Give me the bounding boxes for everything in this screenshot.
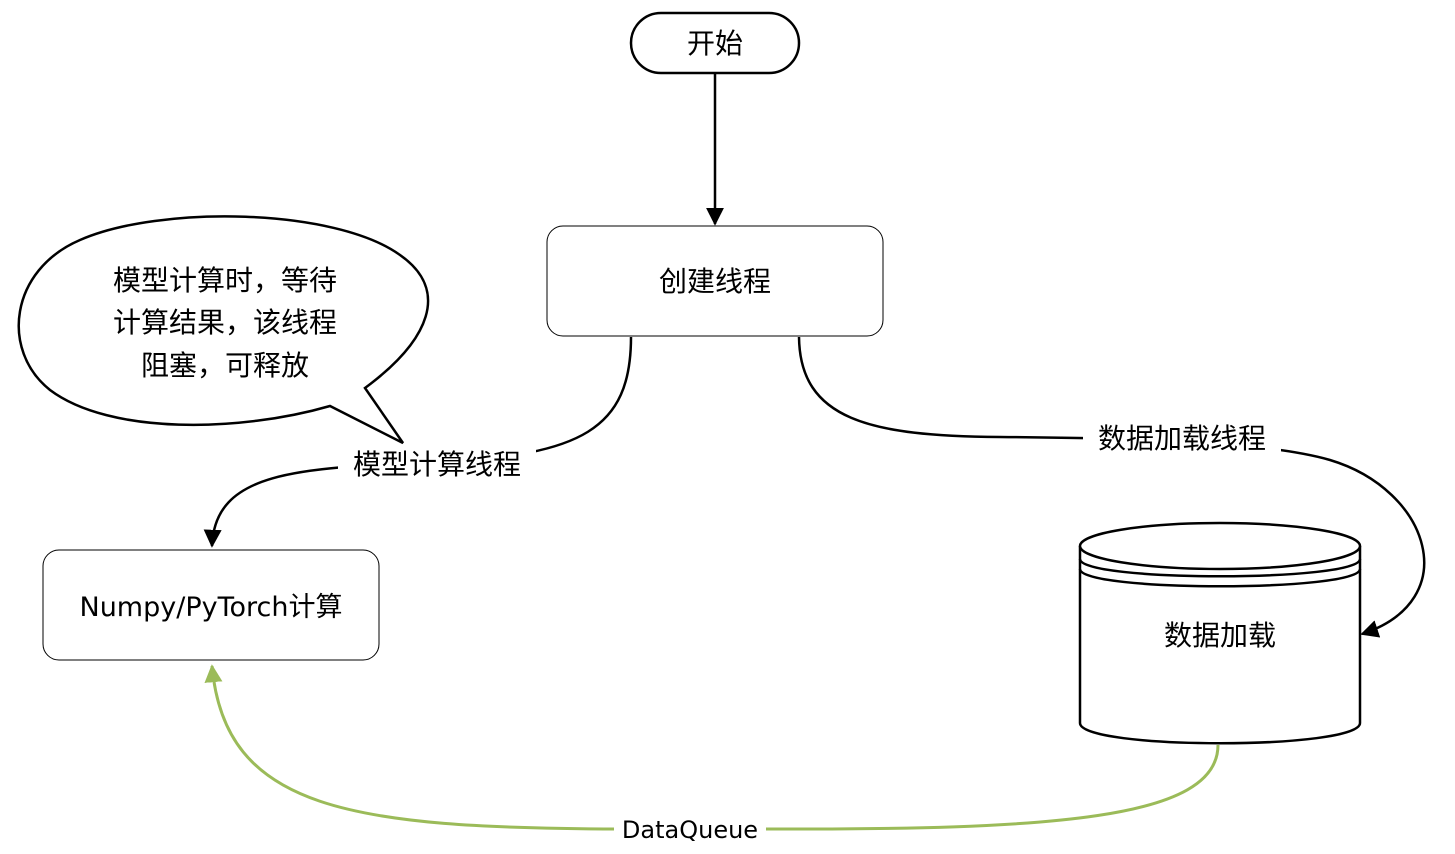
- data-load-label: 数据加载: [1164, 619, 1276, 652]
- callout-line-3: 阻塞，可释放: [141, 349, 309, 382]
- create-threads-label: 创建线程: [659, 265, 771, 298]
- callout-bubble: 模型计算时，等待 计算结果，该线程 阻塞，可释放: [17, 215, 430, 445]
- create-threads-node: 创建线程: [546, 225, 884, 337]
- edge-model-thread-label-bg: [338, 447, 536, 481]
- start-node: 开始: [629, 11, 801, 75]
- callout-line-2: 计算结果，该线程: [113, 306, 337, 339]
- start-node-label: 开始: [687, 27, 743, 60]
- edge-data-queue-label-bg: [614, 814, 766, 844]
- callout-line-1: 模型计算时，等待: [113, 264, 337, 297]
- edge-data-queue: [204, 664, 1220, 831]
- edge-model-thread-label: 模型计算线程: [353, 448, 521, 481]
- edge-data-queue-label: DataQueue: [622, 816, 758, 844]
- compute-node-label: Numpy/PyTorch计算: [80, 592, 343, 623]
- compute-node: Numpy/PyTorch计算: [42, 549, 380, 661]
- edge-data-thread-label-bg: [1083, 421, 1281, 455]
- data-load-node: 数据加载: [1078, 521, 1362, 745]
- edge-data-thread-label: 数据加载线程: [1098, 422, 1266, 455]
